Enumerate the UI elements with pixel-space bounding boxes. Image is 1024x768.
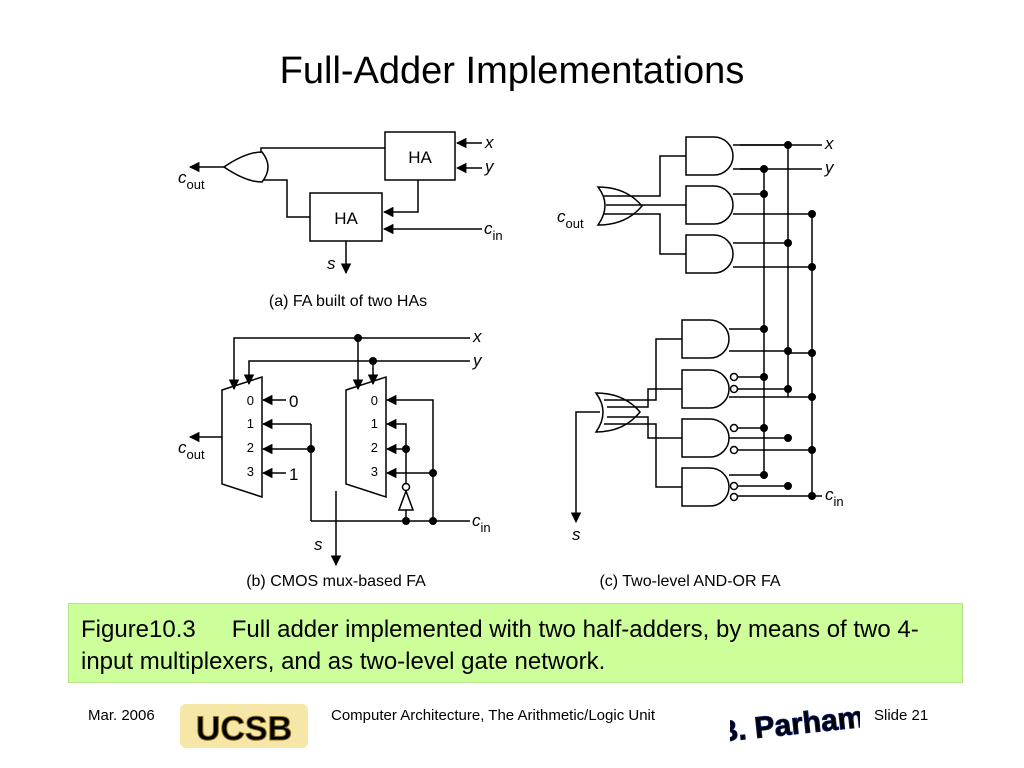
b-right-0 [385,394,434,521]
b-caption: (b) CMOS mux-based FA [246,573,426,590]
b-right-1 [385,418,407,473]
mux-left-in0: 0 [247,393,254,408]
c-s-label: s [572,525,581,544]
footer-date: Mar. 2006 [88,707,155,724]
a-caption: (a) FA built of two HAs [269,293,427,310]
b-cin-left-dot [307,445,315,453]
svg-text:B. Parhami: B. Parhami [730,700,860,749]
c-or-top [596,186,643,226]
b-inverter-bubble [401,482,411,492]
c-or-bottom [594,392,641,433]
diagram-b: 0 1 2 3 0 1 2 3 x y 0 1 cout [178,327,491,590]
footer-slide-number: Slide 21 [874,707,929,724]
a-ha2-carry [260,174,310,218]
ha-top [384,131,456,181]
c-cout-label: cout [557,207,584,231]
a-s-label: s [327,254,336,273]
mux-right-in3: 3 [371,464,378,479]
ha-bottom-label: HA [334,209,358,228]
c-cin-label: cin [825,485,844,509]
a-y-label: y [484,157,495,176]
b-const0: 0 [289,392,298,411]
b-right-dot-2 [402,445,410,453]
mux-right [345,375,387,499]
svg-text:UCSB: UCSB [196,710,292,748]
c-and-3 [685,234,734,274]
footer-course: Computer Architecture, The Arithmetic/Lo… [331,707,656,724]
diagram-c: x y cin cout [557,134,844,590]
full-adder-diagram: HA HA x y cin cout s (a) FA built of two… [178,131,844,590]
b-x-wire [228,337,470,391]
ucsb-logo: UCSB [180,704,308,749]
mux-right-in2: 2 [371,440,378,455]
b-x-dot [354,334,362,342]
mux-left-in2: 2 [247,440,254,455]
ha-bottom [309,192,383,242]
a-ha1-sum [382,180,419,218]
c-and-5 [681,369,730,409]
mux-right-in0: 0 [371,393,378,408]
b-y-wire [243,360,470,386]
b-cin-dot-b [429,517,437,525]
c-and-4 [681,319,730,359]
mux-left [221,375,263,499]
c-caption: (c) Two-level AND-OR FA [599,573,780,590]
a-x-label: x [484,133,494,152]
c-and-7 [681,467,730,507]
b-cin-dot-a [402,517,410,525]
b-y-label: y [472,351,483,370]
c-and-2 [685,185,734,225]
a-or-gate [222,151,269,183]
mux-left-in3: 3 [247,464,254,479]
ha-top-label: HA [408,148,432,167]
b-const1: 1 [289,465,298,484]
figure-caption-text: Full adder implemented with two half-add… [81,616,919,675]
b-inverter [397,488,415,511]
c-x-label: x [824,134,834,153]
slide-title: Full-Adder Implementations [279,50,745,92]
b-cout-label: cout [178,438,205,462]
a-cin-label: cin [484,219,503,243]
a-cout-label: cout [178,168,205,192]
mux-left-in1: 1 [247,416,254,431]
c-y-label: y [824,158,835,177]
b-y-dot [369,357,377,365]
c-and-1 [685,136,734,176]
diagram-a: HA HA x y cin cout s (a) FA built of two… [178,131,503,310]
b-cin-label: cin [472,511,491,535]
b-right-dot-3 [429,469,437,477]
b-x-label: x [472,327,482,346]
mux-right-in1: 1 [371,416,378,431]
parhami-logo: B. Parhami [730,699,860,749]
c-and-6 [681,418,730,458]
a-ha1-carry [260,147,385,157]
c-s-wire [570,411,600,524]
b-s-label: s [314,535,323,554]
figure-number: Figure10.3 [81,616,196,643]
